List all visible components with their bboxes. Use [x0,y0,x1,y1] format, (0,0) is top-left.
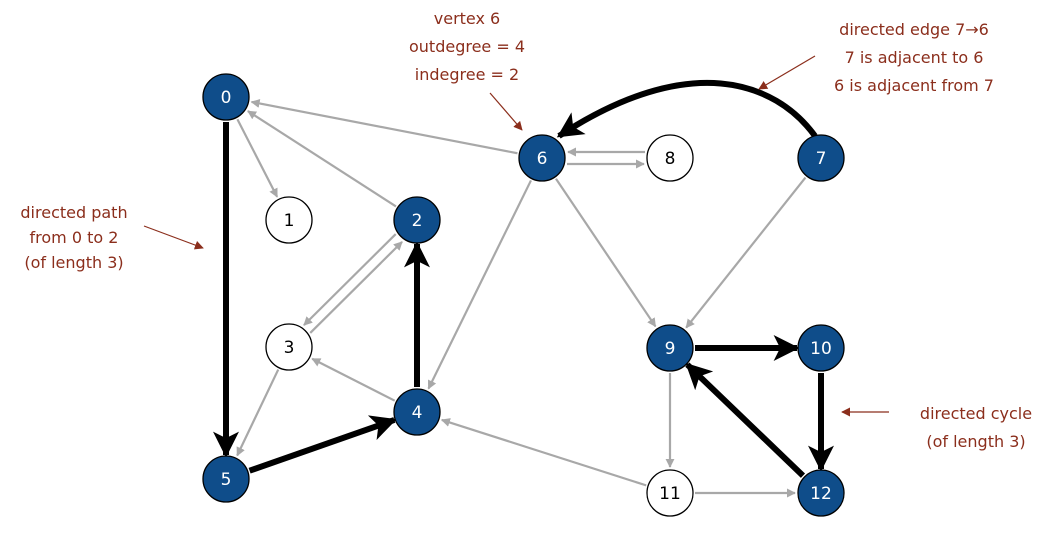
vertex-1-circle [265,196,313,244]
vertex-9: 9 [646,324,694,372]
vertex-5: 5 [202,455,250,503]
vertex-0-circle [202,73,250,121]
vertex-1: 1 [265,196,313,244]
annotation-cycle-line-1: directed cycle [920,404,1032,423]
annotation-vertex-6-line-3: indegree = 2 [415,65,519,84]
vertex-0-label: 0 [221,88,232,108]
annotation-vertex-6-line-2: outdegree = 4 [409,37,525,56]
vertex-0: 0 [202,73,250,121]
vertex-4-label: 4 [412,403,423,423]
vertex-3-label: 3 [284,338,295,358]
edge-5-to-4 [248,415,397,474]
vertex-6-label: 6 [537,149,548,169]
vertex-5-circle [202,455,250,503]
vertex-12-label: 12 [810,484,832,504]
vertex-11-label: 11 [659,484,681,504]
edge-3-to-5 [236,369,280,457]
vertex-8: 8 [646,134,694,182]
vertex-5-label: 5 [221,470,232,490]
annotation-edge-line-2: 7 is adjacent to 6 [845,48,984,67]
annotation-path-line-1: directed path [20,203,127,222]
vertex-3: 3 [265,323,313,371]
edges [213,79,834,498]
vertex-2: 2 [393,196,441,244]
vertex-10: 10 [797,324,845,372]
edge-11-to-4 [440,418,647,487]
annotation-edge-line-1: directed edge 7→6 [839,20,989,39]
edge-4-to-3 [311,357,396,402]
edge-6-to-4 [427,179,532,390]
vertex-9-label: 9 [665,339,676,359]
vertex-8-label: 8 [665,149,676,169]
vertex-6: 6 [518,134,566,182]
annotation-directed-path: directed path from 0 to 2 (of length 3) [20,203,204,272]
vertex-2-label: 2 [412,211,423,231]
annotation-edge-pointer [758,55,816,90]
vertex-7-label: 7 [816,149,827,169]
edge-6-to-9 [555,178,657,328]
vertex-11: 11 [646,469,694,517]
annotation-path-line-3: (of length 3) [24,253,123,272]
vertex-12: 12 [797,469,845,517]
vertex-7-circle [797,134,845,182]
vertex-4-circle [393,388,441,436]
vertex-8-circle [646,134,694,182]
annotation-path-pointer [143,225,204,250]
vertex-12-circle [797,469,845,517]
edge-2-to-3 [303,233,397,326]
annotation-directed-cycle: directed cycle (of length 3) [841,404,1032,451]
edge-12-to-9 [685,362,806,478]
edge-3-to-2 [309,241,403,334]
vertex-7: 7 [797,134,845,182]
edge-7-to-9 [685,176,807,329]
annotation-cycle-line-2: (of length 3) [926,432,1025,451]
vertex-10-label: 10 [810,339,832,359]
vertex-1-label: 1 [284,211,295,231]
annotation-vertex-6: vertex 6 outdegree = 4 indegree = 2 [409,9,525,131]
edge-0-to-1 [236,118,279,198]
annotation-path-line-2: from 0 to 2 [30,228,119,247]
annotation-vertex-6-line-1: vertex 6 [434,9,500,28]
edge-2-to-0 [247,110,397,208]
vertex-10-circle [797,324,845,372]
annotation-vertex-6-pointer [489,92,523,131]
annotation-edge-line-3: 6 is adjacent from 7 [834,76,994,95]
edge-7-to-6 [556,79,818,139]
vertex-4: 4 [393,388,441,436]
vertex-2-circle [393,196,441,244]
vertex-11-circle [646,469,694,517]
vertex-9-circle [646,324,694,372]
vertex-3-circle [265,323,313,371]
annotation-directed-edge: directed edge 7→6 7 is adjacent to 6 6 i… [758,20,994,95]
vertex-6-circle [518,134,566,182]
edge-6-to-0 [250,99,518,155]
